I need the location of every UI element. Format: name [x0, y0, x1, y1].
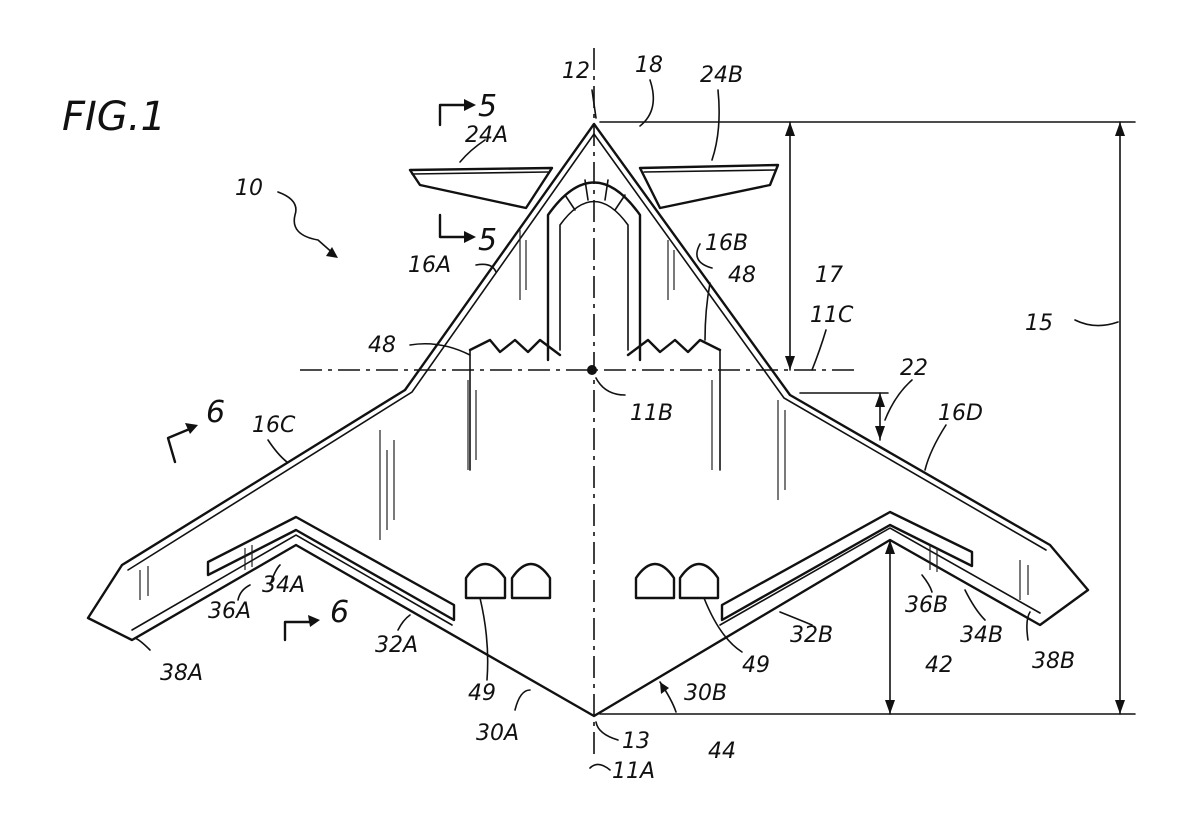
- section-5-lower: 5: [478, 223, 497, 258]
- trailing-edge-inner-left: [131, 534, 453, 631]
- ref-24B: 24B: [700, 63, 743, 88]
- ref-34B: 34B: [960, 623, 1003, 648]
- ref-16D: 16D: [938, 401, 983, 426]
- figure-title: FIG.1: [62, 94, 166, 140]
- ref-34A: 34A: [262, 573, 305, 598]
- nozzle-49-c: [634, 562, 676, 600]
- ref-16A: 16A: [408, 253, 451, 278]
- nozzle-49-b: [510, 562, 552, 600]
- canopy-frames: [564, 179, 626, 211]
- section-5-upper: 5: [478, 89, 497, 124]
- ref-22: 22: [900, 356, 928, 381]
- ref-36B: 36B: [905, 593, 948, 618]
- ref-38B: 38B: [1032, 649, 1075, 674]
- ref-49-left: 49: [468, 681, 496, 706]
- ref-32A: 32A: [375, 633, 418, 658]
- inlet-48-left: [468, 338, 562, 357]
- section-6-lower: 6: [330, 595, 349, 630]
- elevon-32A: [206, 515, 456, 622]
- nozzle-49-d: [678, 562, 720, 600]
- ref-11B: 11B: [630, 401, 673, 426]
- section-6-left: 6: [206, 395, 225, 430]
- reference-point-11B: [587, 365, 597, 375]
- canard-24A: [408, 166, 554, 210]
- dimension-lines: [599, 121, 1136, 715]
- ref-16B: 16B: [705, 231, 748, 256]
- ref-13: 13: [622, 729, 650, 754]
- ref-48-left: 48: [368, 333, 396, 358]
- ref-24A: 24A: [465, 123, 508, 148]
- ref-30B: 30B: [684, 681, 727, 706]
- ref-42: 42: [925, 653, 953, 678]
- ref-30A: 30A: [476, 721, 519, 746]
- ref-11C: 11C: [810, 303, 854, 328]
- ref-17: 17: [815, 263, 843, 288]
- leader-lines: [134, 79, 1119, 771]
- canard-24A-edge: [411, 171, 549, 175]
- canard-24B-edge: [643, 169, 776, 173]
- elevon-32B: [720, 510, 974, 622]
- trailing-edge-inner-right: [719, 527, 1041, 626]
- ref-18: 18: [635, 53, 663, 78]
- ref-36A: 36A: [208, 599, 251, 624]
- leading-edge-16A-inner: [127, 133, 595, 571]
- inlet-48-right: [626, 338, 722, 357]
- canopy-outer: [546, 181, 642, 362]
- ref-32B: 32B: [790, 623, 833, 648]
- ref-15: 15: [1025, 311, 1053, 336]
- ref-11A: 11A: [612, 759, 655, 784]
- ref-12: 12: [562, 59, 590, 84]
- ref-44: 44: [708, 739, 736, 764]
- ref-10: 10: [235, 176, 263, 201]
- section-arrows: [166, 99, 476, 642]
- leading-edge-16B-inner: [593, 133, 1047, 551]
- wing-outline: [86, 122, 1090, 718]
- ref-38A: 38A: [160, 661, 203, 686]
- canopy-inner: [559, 200, 629, 351]
- nozzle-49-a: [464, 562, 507, 600]
- canard-24B: [638, 163, 780, 210]
- ref-48-right: 48: [728, 263, 756, 288]
- ref-49-right: 49: [742, 653, 770, 678]
- reference-numerals: 10 12 18 24B 24A 16A 16B 48 48 17 15 11C…: [160, 53, 1075, 784]
- shading-hatch: [139, 230, 1029, 600]
- ref-16C: 16C: [252, 413, 296, 438]
